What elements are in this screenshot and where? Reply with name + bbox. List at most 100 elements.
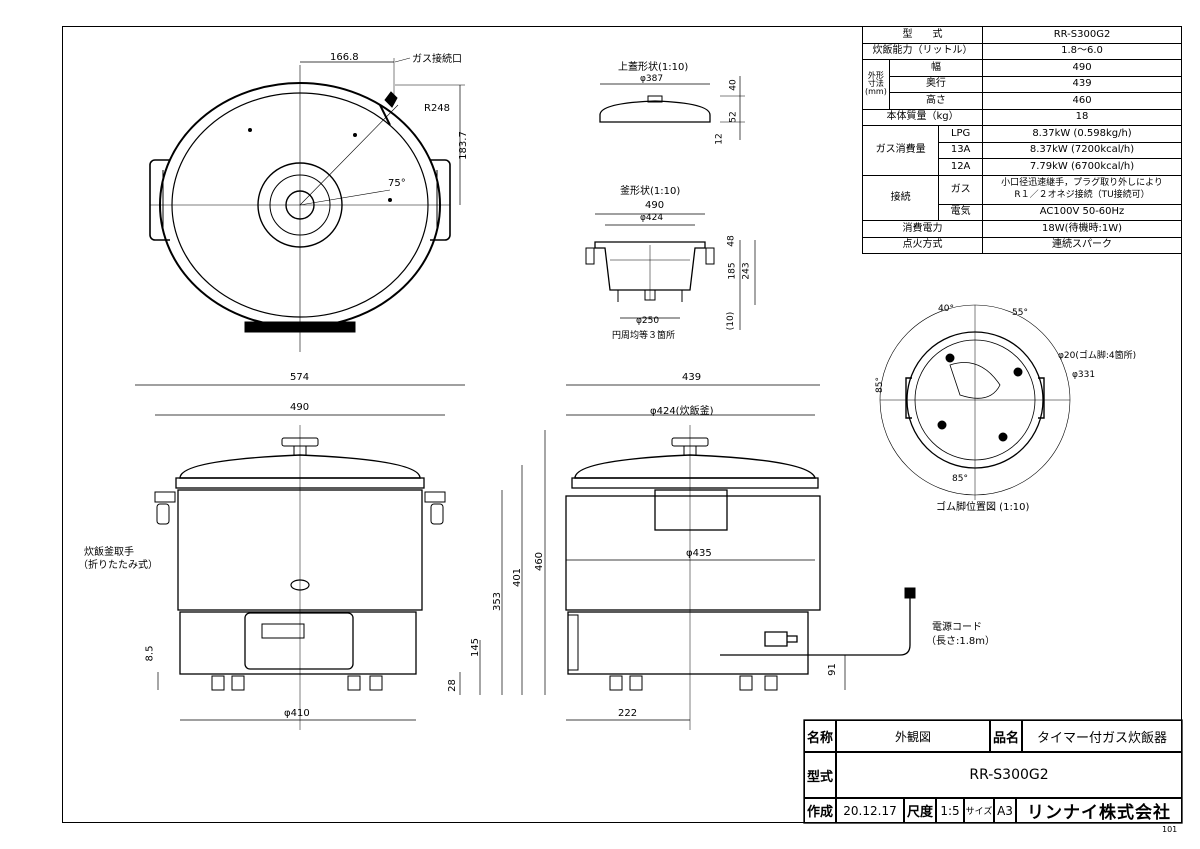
dim-pot-243: 243 [741, 262, 752, 280]
spec-value: 490 [982, 59, 1182, 77]
spec-value: 7.79kW (6700kcal/h) [982, 158, 1182, 176]
gas-inlet-label: ガス接続口 [412, 54, 462, 65]
spec-value: AC100V 50-60Hz [982, 203, 1182, 221]
spec-row-width: 外形寸法(mm) 幅 490 [862, 59, 1182, 110]
angle-75: 75° [388, 178, 406, 189]
spec-group: 接続 [861, 174, 940, 221]
tb-type: RR-S300G2 [836, 752, 1182, 798]
dim-side-91: 91 [826, 663, 838, 676]
dim-183-7: 183.7 [457, 131, 469, 160]
dim-front-145: 145 [470, 637, 482, 658]
dim-front-401: 401 [512, 567, 524, 588]
tb-product: タイマー付ガス炊飯器 [1022, 720, 1182, 752]
spec-value: 18 [982, 108, 1182, 126]
pot-shape-view [585, 213, 756, 330]
front-view [135, 384, 546, 730]
spec-value: 連続スパーク [982, 236, 1182, 254]
tb-made-label: 作成 [804, 798, 836, 823]
spec-value: 1.8～6.0 [982, 42, 1182, 60]
spec-value: 18W(待機時:1W) [982, 220, 1182, 238]
handle-label-1: 炊飯釜取手 [84, 547, 134, 558]
tb-type-label: 型式 [804, 752, 836, 798]
spec-row-gas-connection: 接続 ガス 小口径迅速継手，プラグ取り外しにより R１／２オネジ接続（TU接続可… [861, 174, 1182, 221]
dim-pot-185: 185 [727, 262, 738, 280]
feet-title: ゴム脚位置図 (1:10) [936, 502, 1030, 513]
spec-value: 460 [982, 92, 1182, 110]
spec-group: 外形寸法(mm) [862, 59, 890, 110]
lid-shape-title: 上蓋形状(1:10) [618, 62, 689, 73]
drawing-frame [62, 26, 1182, 823]
dim-side-d424: φ424(炊飯釜) [650, 406, 714, 417]
feet-position-view [879, 304, 1071, 500]
dim-side-d435: φ435 [686, 548, 712, 559]
feet-angle-85-left: 85° [874, 377, 885, 393]
spec-label: 高さ [888, 92, 984, 110]
gas-conn-line2: R１／２オネジ接続（TU接続可） [1014, 189, 1150, 200]
tb-name-label: 名称 [804, 720, 836, 752]
spec-value: 小口径迅速継手，プラグ取り外しにより R１／２オネジ接続（TU接続可） [982, 174, 1182, 205]
gas-conn-line1: 小口径迅速継手，プラグ取り外しにより [1001, 178, 1163, 189]
dim-pot-48: 48 [726, 235, 737, 247]
cord-label-1: 電源コード [932, 622, 982, 633]
spec-label: 電気 [938, 203, 984, 221]
spec-row-gas-12a: 12A 7.79kW (6700kcal/h) [863, 158, 1182, 176]
feet-d331: φ331 [1072, 370, 1096, 380]
spec-value: 8.37kW (7200kcal/h) [982, 141, 1182, 159]
dim-side-439: 439 [682, 372, 702, 383]
tb-company: リンナイ株式会社 [1016, 798, 1182, 823]
spec-row-model: 型 式 RR-S300G2 [861, 26, 1182, 44]
spec-table: 型 式 RR-S300G2 炊飯能力（リットル） 1.8～6.0 外形寸法(mm… [861, 26, 1182, 254]
dim-front-490: 490 [290, 402, 310, 413]
feet-note: φ20(ゴム脚:4箇所) [1058, 351, 1137, 361]
dim-front-574: 574 [290, 372, 310, 383]
spec-row-gas-lpg: ガス消費量 LPG 8.37kW (0.598kg/h) [861, 125, 1182, 176]
dim-front-d410: φ410 [284, 708, 310, 719]
dim-front-28: 28 [446, 679, 458, 692]
dim-lid-52: 52 [728, 111, 739, 123]
dim-front-460: 460 [534, 551, 546, 572]
spec-value: 439 [982, 75, 1182, 93]
dim-lid-12: 12 [714, 133, 725, 145]
spec-label: 奥行 [888, 75, 984, 93]
spec-row-gas-13a: 13A 8.37kW (7200kcal/h) [863, 141, 1182, 159]
spec-row-power: 消費電力 18W(待機時:1W) [861, 220, 1182, 238]
page-number: 101 [1162, 825, 1178, 834]
tb-scale: 1:5 [936, 798, 964, 823]
spec-row-depth: 奥行 439 [863, 75, 1182, 93]
dim-front-353: 353 [492, 591, 504, 612]
side-view [565, 384, 916, 730]
dim-pot-10: (10) [726, 311, 737, 331]
spec-label: 炊飯能力（リットル） [861, 42, 984, 60]
dim-side-222: 222 [618, 708, 638, 719]
dim-166-8: 166.8 [330, 52, 359, 63]
spec-label: 本体質量（kg） [861, 108, 984, 126]
spec-label: 幅 [888, 59, 984, 77]
spec-row-capacity: 炊飯能力（リットル） 1.8～6.0 [861, 42, 1182, 60]
feet-angle-40: 40° [938, 304, 954, 314]
spec-row-mass: 本体質量（kg） 18 [861, 108, 1182, 126]
dim-pot-d424: φ424 [640, 213, 664, 223]
tb-size-label: サイズ [964, 798, 994, 823]
lid-shape-view [599, 76, 745, 140]
feet-angle-55: 55° [1012, 308, 1028, 318]
tb-name: 外観図 [836, 720, 990, 752]
spec-label: 消費電力 [861, 220, 984, 238]
handle-label-2: （折りたたみ式） [78, 560, 158, 571]
pot-note: 円周均等３箇所 [612, 331, 676, 341]
cord-label-2: （長さ:1.8m） [926, 636, 996, 647]
tb-scale-label: 尺度 [904, 798, 936, 823]
tb-size: A3 [994, 798, 1016, 823]
spec-label: LPG [938, 125, 984, 143]
spec-value: 8.37kW (0.598kg/h) [982, 125, 1182, 143]
spec-row-ignition: 点火方式 連続スパーク [861, 236, 1182, 254]
dim-front-8-5: 8.5 [144, 645, 156, 662]
spec-row-height: 高さ 460 [863, 92, 1182, 110]
spec-row-electric: 電気 AC100V 50-60Hz [863, 203, 1182, 221]
tb-product-label: 品名 [990, 720, 1022, 752]
spec-label: ガス [938, 174, 984, 205]
spec-label: 点火方式 [861, 236, 984, 254]
dim-pot-d250: φ250 [636, 316, 660, 326]
pot-shape-title: 釜形状(1:10) [620, 186, 681, 197]
